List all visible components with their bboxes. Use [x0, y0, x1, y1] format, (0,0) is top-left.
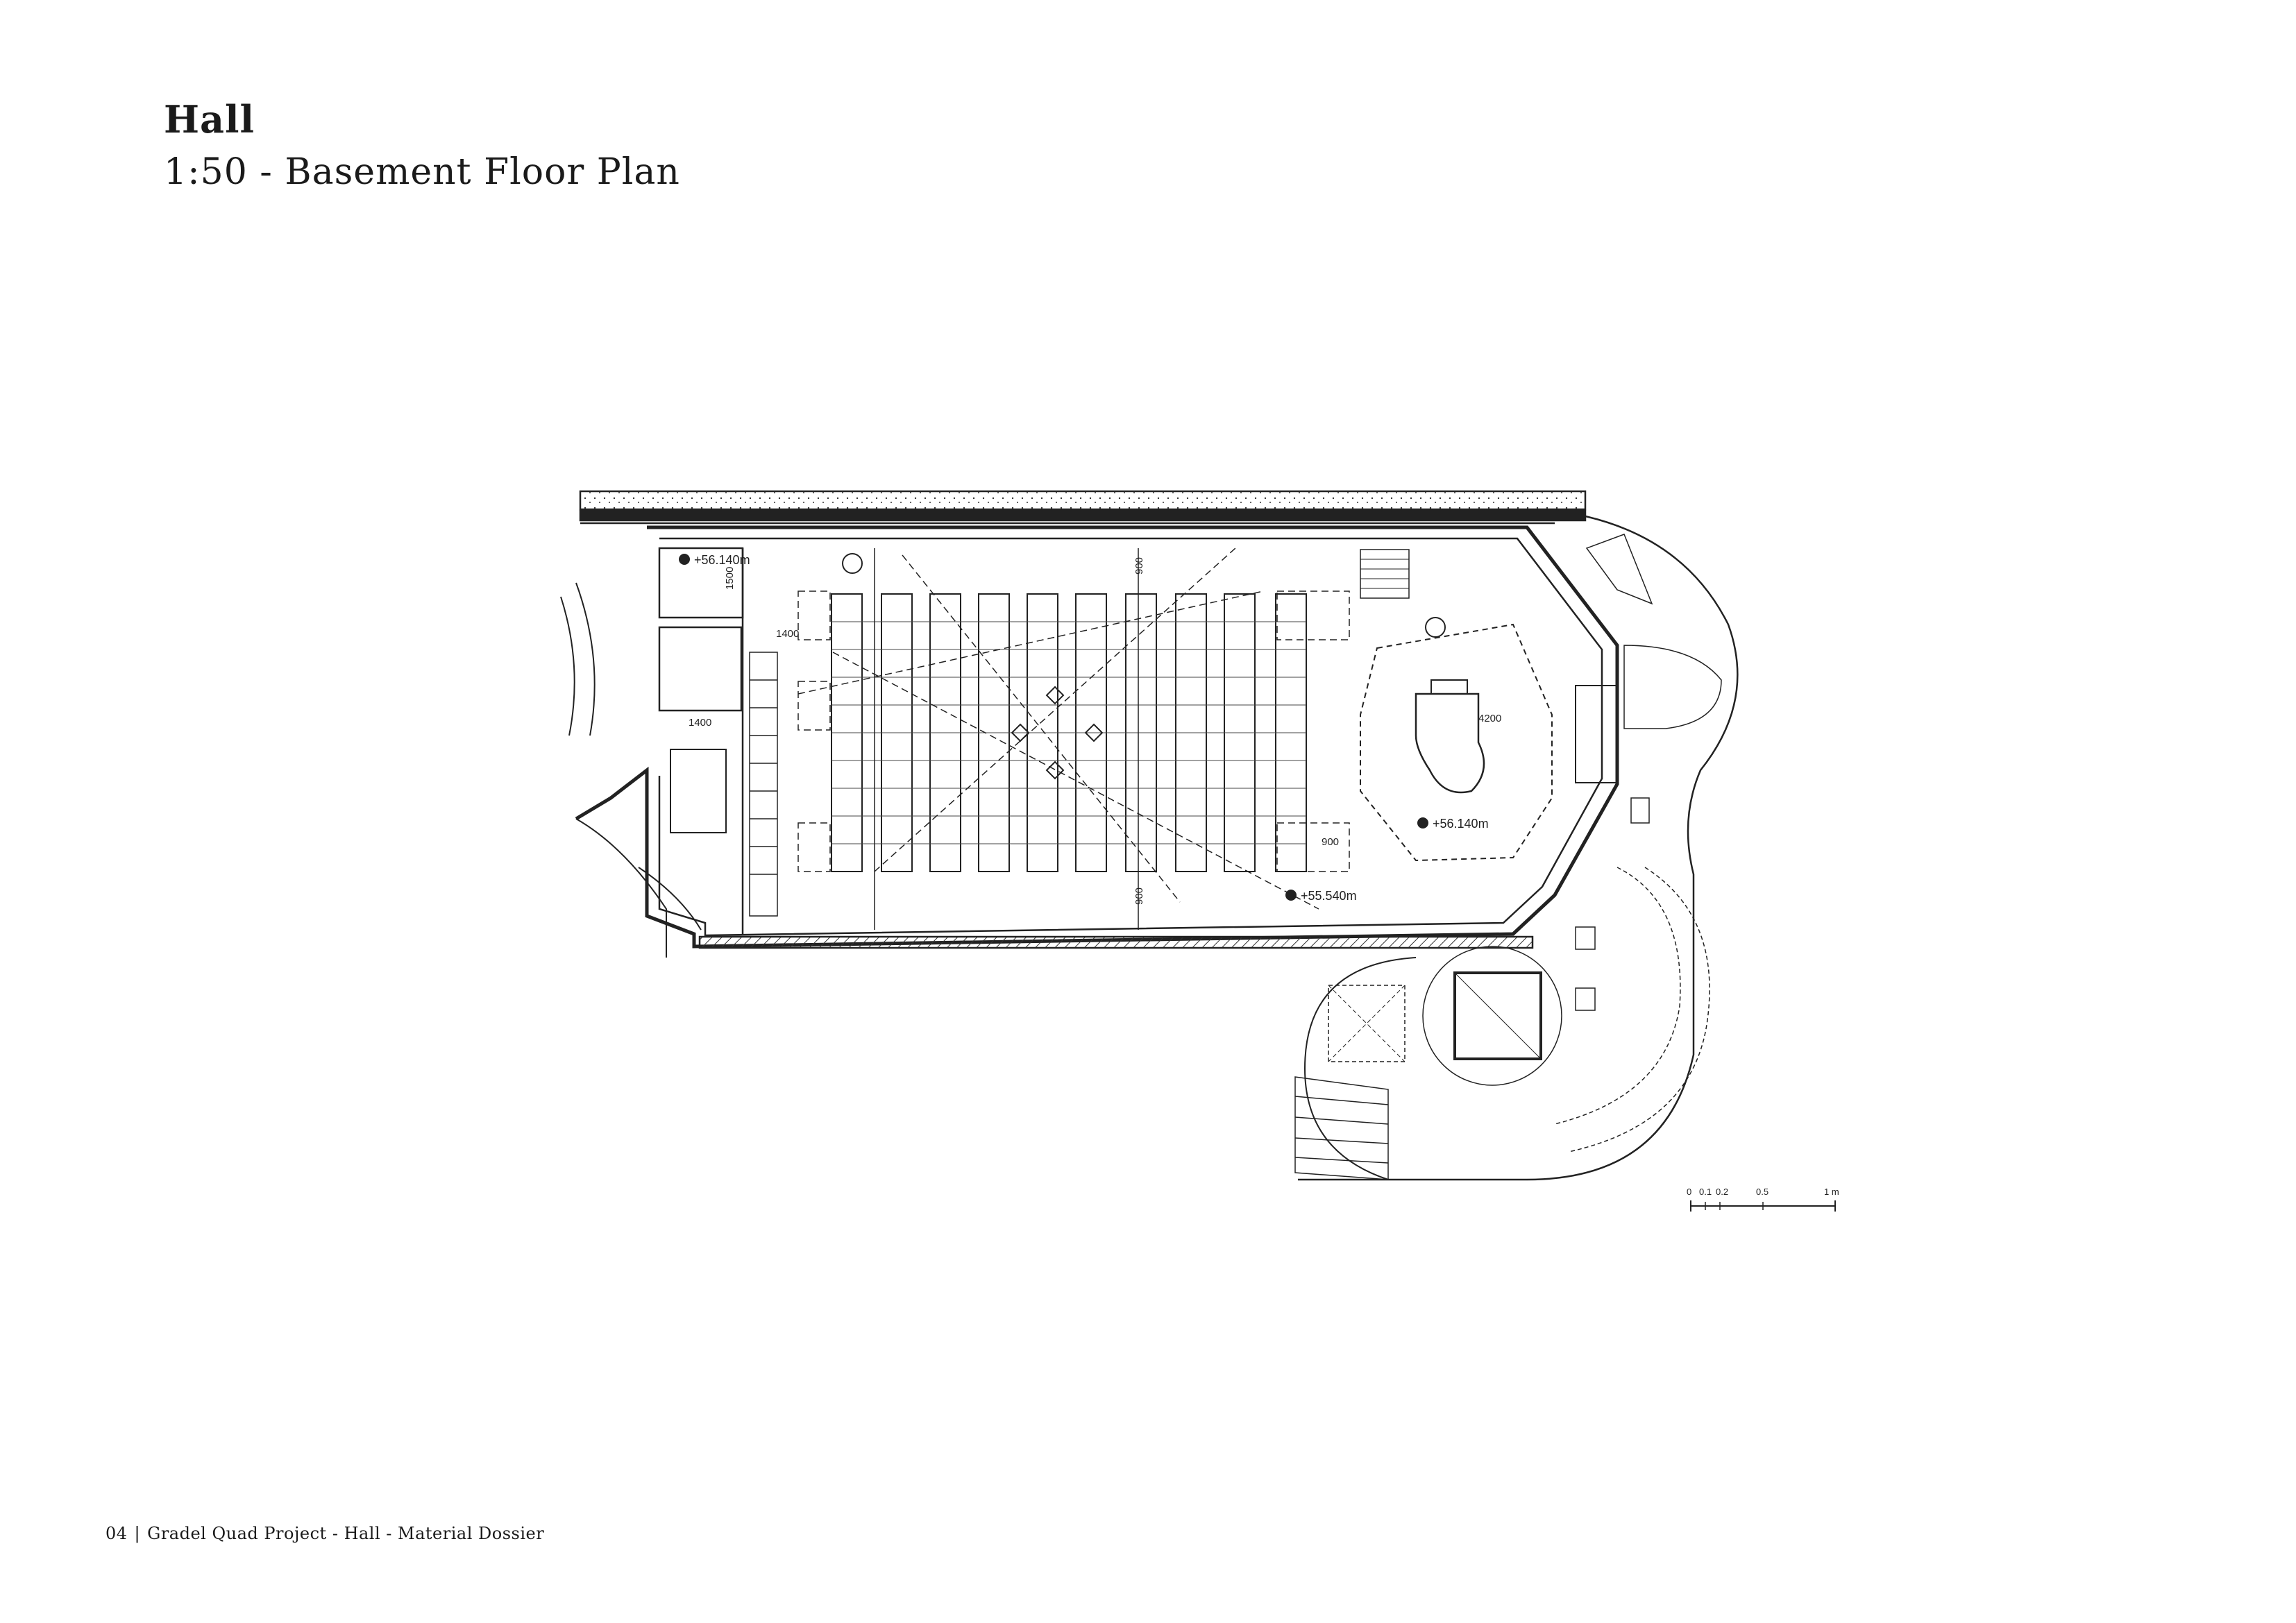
spiral-stair [1554, 867, 1710, 1153]
top-foundation-strip [579, 490, 1587, 511]
lower-stair [1294, 1076, 1389, 1180]
level-markers: +56.140m +56.140m +55.540m [679, 553, 1489, 903]
hall-inner-wall [658, 537, 1603, 937]
scale-tick: 0.5 [1756, 1187, 1769, 1197]
page-title: Hall [164, 97, 255, 142]
scale-tick: 1 m [1824, 1187, 1839, 1197]
cloak-room [670, 749, 727, 833]
dimension-label: 900 [1322, 836, 1339, 848]
scale-bar: 0 0.1 0.2 0.5 1 m [1687, 1187, 1839, 1212]
footer-separator: | [134, 1524, 141, 1543]
scale-tick: 0 [1687, 1187, 1691, 1197]
ceiling-dashed-lines [797, 547, 1350, 910]
bottom-wall-band [698, 935, 1534, 949]
page-footer: 04 | Gradel Quad Project - Hall - Material… [105, 1524, 544, 1543]
chair [1425, 617, 1446, 638]
dimension-label: 1400 [689, 717, 711, 729]
scale-tick: 0.1 [1699, 1187, 1712, 1197]
toilet-fixture [1630, 797, 1650, 824]
grand-piano [1415, 692, 1485, 794]
page-subtitle: 1:50 - Basement Floor Plan [164, 151, 680, 193]
dimension-label: 1400 [776, 628, 799, 640]
lift-shaft [1453, 971, 1542, 1060]
dimension-label: 900 [1133, 557, 1145, 575]
scale-tick: 0.2 [1716, 1187, 1728, 1197]
east-door [1575, 685, 1618, 783]
stage-dashed-outline [1360, 623, 1553, 862]
level-label: +56.140m [694, 553, 750, 567]
dimension-label: 4200 [1478, 713, 1501, 724]
level-label: +55.540m [1301, 889, 1357, 903]
left-stair [749, 652, 778, 917]
page-number: 04 [105, 1524, 128, 1543]
stage-steps [1360, 549, 1410, 599]
section-markers [1011, 686, 1104, 780]
footer-caption: Gradel Quad Project - Hall - Material Do… [147, 1524, 545, 1543]
chair [842, 553, 863, 574]
dimension-label: 1500 [724, 567, 736, 590]
left-exterior-curve [575, 582, 596, 736]
dimension-labels: 1500 1400 1400 900 900 4200 900 [689, 557, 1501, 905]
dimension-label: 900 [1133, 887, 1145, 905]
level-label: +56.140m [1433, 817, 1489, 831]
round-lobby [1303, 957, 1417, 1180]
east-annex-wall [1298, 509, 1739, 1181]
